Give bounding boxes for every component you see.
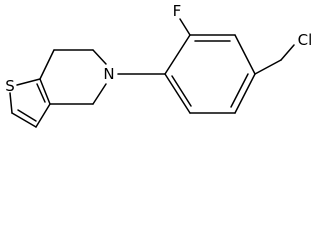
piperidine-ring xyxy=(39,49,107,105)
atom-label-nitrogen: N xyxy=(103,65,114,83)
bond-c1-c2 xyxy=(164,34,191,75)
phenyl-ring xyxy=(117,34,256,114)
bond-ch2-cl xyxy=(280,44,295,61)
atom-label-sulfur: S xyxy=(5,77,15,95)
bond-c6-n xyxy=(92,49,107,65)
bond-c2-c3 xyxy=(11,112,37,128)
bond-c3-c3a xyxy=(35,103,51,128)
bond-s-c2 xyxy=(9,92,13,114)
bond-c7a-c7 xyxy=(39,49,55,80)
substituents xyxy=(179,18,295,75)
bond-c2-c3-inner xyxy=(17,109,37,122)
bond-c7a-s xyxy=(16,78,41,86)
bond-c2-f xyxy=(179,18,191,36)
thiophene-ring xyxy=(9,78,51,128)
bond-c3a-c7a-inner xyxy=(36,83,46,103)
bond-c3a-c7a xyxy=(39,78,51,105)
bond-c6-c1-inner xyxy=(171,75,192,107)
atom-label-chlorine: Cl xyxy=(298,31,313,49)
bond-c4-ch2 xyxy=(254,59,282,75)
structure-diagram: S N F Cl xyxy=(5,2,313,128)
bond-c4-c5-inner xyxy=(230,73,249,108)
bond-c6-c1 xyxy=(164,73,191,114)
bond-c3-c4 xyxy=(234,34,256,75)
atom-label-fluorine: F xyxy=(173,2,182,20)
bond-c4-c5 xyxy=(234,73,256,114)
bond-n-c4 xyxy=(92,83,107,105)
